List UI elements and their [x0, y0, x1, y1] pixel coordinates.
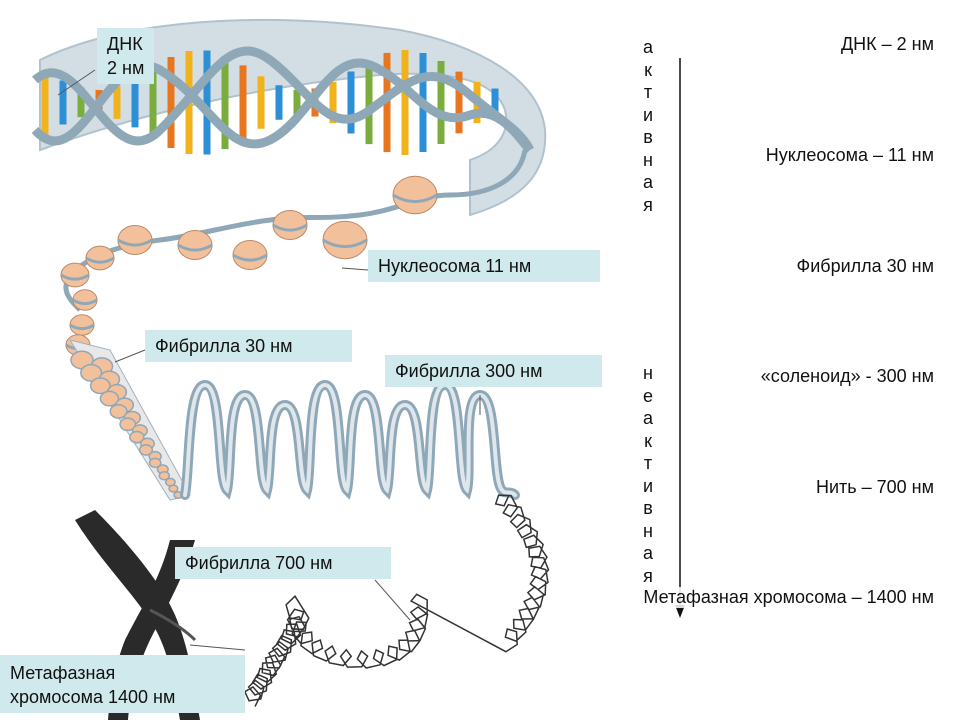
label-fibril-300: Фибрилла 300 нм	[385, 355, 602, 387]
label-fibril-700-text: Фибрилла 700 нм	[185, 553, 333, 573]
dna-wrap	[322, 238, 368, 249]
label-chromosome-line2: хромосома 1400 нм	[10, 687, 176, 707]
fibril-30-beads	[70, 350, 183, 499]
level-metaphase: Метафазная хромосома – 1400 нм	[639, 587, 934, 608]
vertical-letter: к	[644, 430, 652, 451]
vertical-letter: я	[643, 565, 653, 586]
vertical-letter: и	[642, 104, 654, 125]
fibril-30-bead	[129, 430, 145, 444]
vertical-letter: е	[642, 385, 653, 406]
vertical-letter: к	[644, 59, 652, 80]
level-solenoid: «соленоид» - 300 нм	[760, 366, 934, 386]
vertical-letter: т	[643, 453, 653, 473]
vertical-letter: а	[642, 172, 653, 192]
vertical-letter: я	[643, 194, 653, 215]
dna-wrap	[85, 256, 115, 264]
nucleosome-bead	[392, 175, 438, 215]
label-fibril-30-text: Фибрилла 30 нм	[155, 336, 293, 356]
fibril-30-bead	[80, 363, 103, 382]
vertical-letter: н	[643, 520, 653, 541]
label-fibril-300-text: Фибрилла 300 нм	[395, 361, 543, 381]
dna-wrap	[272, 223, 308, 232]
fibril-30-bead	[168, 484, 179, 493]
nucleosome-bead	[72, 289, 98, 311]
fibril-30-bead	[138, 444, 154, 456]
pointer-lines	[57, 69, 481, 651]
nucleosome-bead	[60, 262, 90, 288]
label-nucleosome-text: Нуклеосома 11 нм	[378, 256, 532, 276]
vertical-letter: н	[643, 363, 653, 383]
label-nucleosome: Нуклеосома 11 нм	[368, 250, 600, 282]
label-dna-line1: ДНК	[107, 34, 143, 54]
level-fibril-30: Фибрилла 30 нм	[796, 256, 934, 276]
nucleosome-bead	[232, 240, 268, 270]
vertical-letter: а	[642, 408, 653, 428]
fibril-30-bead	[158, 470, 171, 481]
nucleosome-bead	[272, 210, 308, 240]
vertical-letter: т	[643, 82, 653, 102]
fibril-30-bead	[89, 377, 111, 395]
fibril-700-coil	[243, 494, 550, 707]
vertical-letter: а	[642, 543, 653, 563]
vertical-letter: а	[642, 37, 653, 57]
level-dna: ДНК – 2 нм	[840, 34, 934, 54]
nucleosome-bead	[69, 314, 95, 336]
dna-wrap	[72, 298, 98, 306]
scale-axis-arrowhead	[675, 605, 685, 618]
dna-wrap	[69, 323, 95, 331]
fibril-30-bead	[109, 404, 128, 419]
vertical-letter: н	[643, 149, 653, 170]
label-dna-line2: 2 нм	[107, 58, 145, 78]
dna-wrap	[392, 193, 438, 204]
label-fibril-700: Фибрилла 700 нм	[175, 547, 391, 579]
label-fibril-30: Фибрилла 30 нм	[145, 330, 352, 362]
label-dna: ДНК 2 нм	[97, 28, 155, 84]
label-chromosome: Метафазная хромосома 1400 нм	[0, 655, 245, 713]
dna-wrap	[232, 253, 268, 262]
nucleosome-bead	[117, 225, 153, 255]
fibril-30-bead	[99, 390, 120, 407]
vertical-letter: в	[643, 127, 653, 147]
fibril-30-bead	[148, 457, 162, 469]
label-chromosome-line1: Метафазная	[10, 663, 116, 683]
vertical-letter: в	[643, 498, 653, 518]
fibril-30-bead	[119, 417, 137, 432]
dna-wrap	[60, 273, 90, 281]
level-thread: Нить – 700 нм	[815, 477, 934, 497]
nucleosome-bead	[85, 245, 115, 271]
vertical-letter: и	[642, 475, 654, 496]
nucleosome-bead	[322, 220, 368, 260]
dna-wrap	[117, 238, 153, 247]
level-nucleosome: Нуклеосома – 11 нм	[765, 145, 934, 165]
dna-wrap	[177, 243, 213, 252]
nucleosome-bead	[177, 230, 213, 260]
